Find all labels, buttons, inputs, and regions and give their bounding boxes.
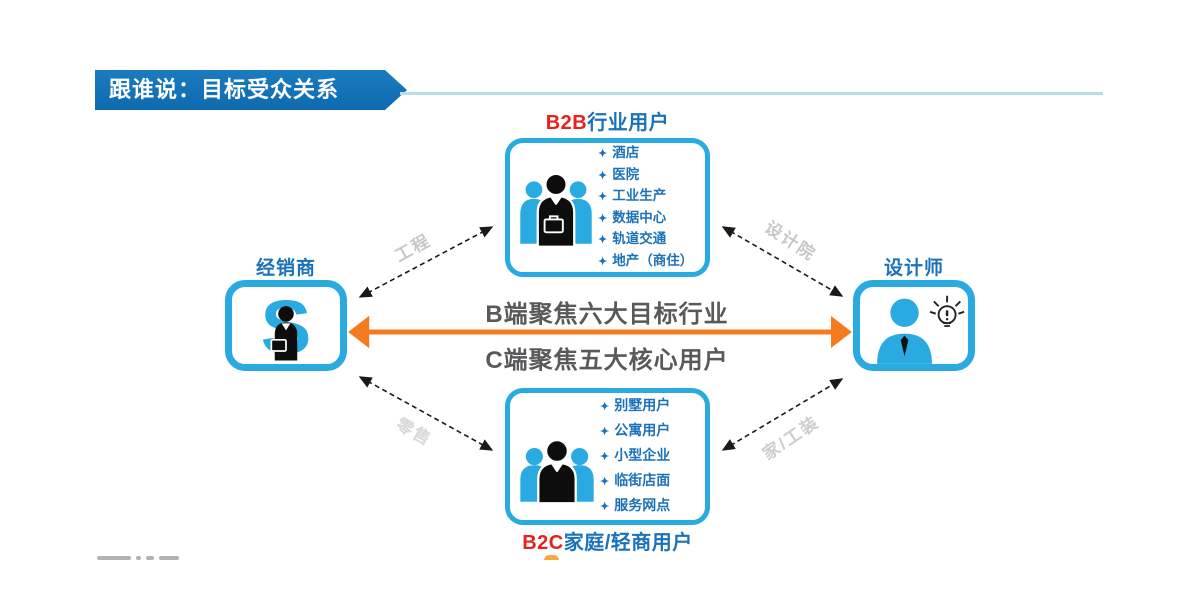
b-side-focus-text: B端聚焦六大目标行业 bbox=[485, 301, 729, 328]
b2b-list-item: ✦ 地产（商住） bbox=[598, 251, 699, 273]
b2b-list-item: ✦ 工业生产 bbox=[598, 186, 699, 208]
b2c-item-label: 别墅用户 bbox=[614, 397, 671, 413]
diamond-bullet-icon: ✦ bbox=[600, 451, 610, 463]
slide-title-banner: 跟谁说：目标受众关系 bbox=[95, 70, 407, 110]
b2c-heading-prefix: B2C bbox=[522, 532, 564, 554]
b2b-heading: B2B行业用户 bbox=[480, 106, 735, 135]
business-people-group-icon bbox=[520, 172, 592, 248]
b2b-heading-prefix: B2B bbox=[545, 112, 588, 134]
diamond-bullet-icon: ✦ bbox=[600, 401, 610, 413]
designer-label: 设计师 bbox=[883, 258, 944, 279]
b2b-item-label: 工业生产 bbox=[612, 188, 667, 203]
designer-box bbox=[853, 280, 975, 371]
b2b-heading-rest: 行业用户 bbox=[587, 112, 670, 134]
diamond-bullet-icon: ✦ bbox=[598, 255, 608, 268]
b2b-item-label: 地产（商住） bbox=[612, 252, 694, 268]
edge-label-design-institute: 设计院 bbox=[761, 217, 820, 265]
diamond-bullet-icon: ✦ bbox=[598, 212, 608, 225]
b2c-box: ✦ 别墅用户 ✦ 公寓用户 ✦ 小型企业 ✦ 临街店面 ✦ 服务网点 bbox=[505, 388, 710, 525]
designer-person-icon bbox=[877, 295, 965, 364]
diamond-bullet-icon: ✦ bbox=[600, 426, 610, 438]
slide-title: 跟谁说：目标受众关系 bbox=[109, 77, 340, 102]
dollar-salesman-icon: S bbox=[261, 288, 312, 364]
lightbulb-icon bbox=[929, 295, 965, 327]
diamond-bullet-icon: ✦ bbox=[598, 234, 608, 246]
b2c-list-item: ✦ 服务网点 bbox=[600, 494, 699, 519]
b2b-item-label: 数据中心 bbox=[612, 209, 667, 225]
family-people-group-icon bbox=[520, 438, 594, 505]
diamond-bullet-icon: ✦ bbox=[598, 169, 608, 182]
edge-label-retail: 零售 bbox=[392, 414, 436, 450]
b2c-item-label: 公寓用户 bbox=[614, 422, 671, 438]
b2c-list-item: ✦ 公寓用户 bbox=[600, 419, 699, 444]
b2c-heading: B2C家庭/轻商用户 bbox=[480, 526, 735, 555]
b2c-list-item: ✦ 别墅用户 bbox=[600, 394, 699, 419]
b2b-list-item: ✦ 医院 bbox=[598, 165, 699, 187]
b2b-list-item: ✦ 轨道交通 bbox=[598, 229, 699, 251]
cropped-watermark bbox=[97, 556, 179, 560]
b2c-item-label: 小型企业 bbox=[614, 447, 671, 463]
distributor-box: S bbox=[225, 280, 347, 371]
diamond-bullet-icon: ✦ bbox=[600, 501, 610, 513]
b2b-item-label: 医院 bbox=[612, 166, 640, 182]
b2b-list-item: ✦ 酒店 bbox=[598, 143, 699, 165]
b2b-item-label: 轨道交通 bbox=[612, 231, 667, 246]
b2c-list-item: ✦ 小型企业 bbox=[600, 444, 699, 469]
b2c-heading-rest: 家庭/轻商用户 bbox=[563, 532, 693, 554]
b2c-item-label: 临街店面 bbox=[614, 472, 671, 488]
b2c-list-item: ✦ 临街店面 bbox=[600, 469, 699, 494]
b2c-item-list: ✦ 别墅用户 ✦ 公寓用户 ✦ 小型企业 ✦ 临街店面 ✦ 服务网点 bbox=[596, 394, 699, 519]
banner-divider-line bbox=[400, 92, 1103, 95]
diamond-bullet-icon: ✦ bbox=[598, 191, 608, 203]
edge-label-home-decoration: 家/工装 bbox=[759, 412, 823, 464]
b2b-item-label: 酒店 bbox=[612, 145, 640, 160]
b2b-item-list: ✦ 酒店 ✦ 医院 ✦ 工业生产 ✦ 数据中心 ✦ 轨道交通 ✦ 地产（商住） bbox=[594, 143, 699, 272]
c-side-focus-text: C端聚焦五大核心用户 bbox=[485, 347, 729, 374]
diamond-bullet-icon: ✦ bbox=[598, 148, 608, 160]
b2c-item-label: 服务网点 bbox=[614, 497, 671, 513]
distributor-label: 经销商 bbox=[255, 258, 316, 279]
b2b-box: ✦ 酒店 ✦ 医院 ✦ 工业生产 ✦ 数据中心 ✦ 轨道交通 ✦ 地产（商住） bbox=[505, 138, 710, 277]
diamond-bullet-icon: ✦ bbox=[600, 476, 610, 488]
cropped-icon-remnant bbox=[544, 555, 559, 560]
edge-label-engineering: 工程 bbox=[391, 230, 435, 266]
b2b-list-item: ✦ 数据中心 bbox=[598, 208, 699, 230]
